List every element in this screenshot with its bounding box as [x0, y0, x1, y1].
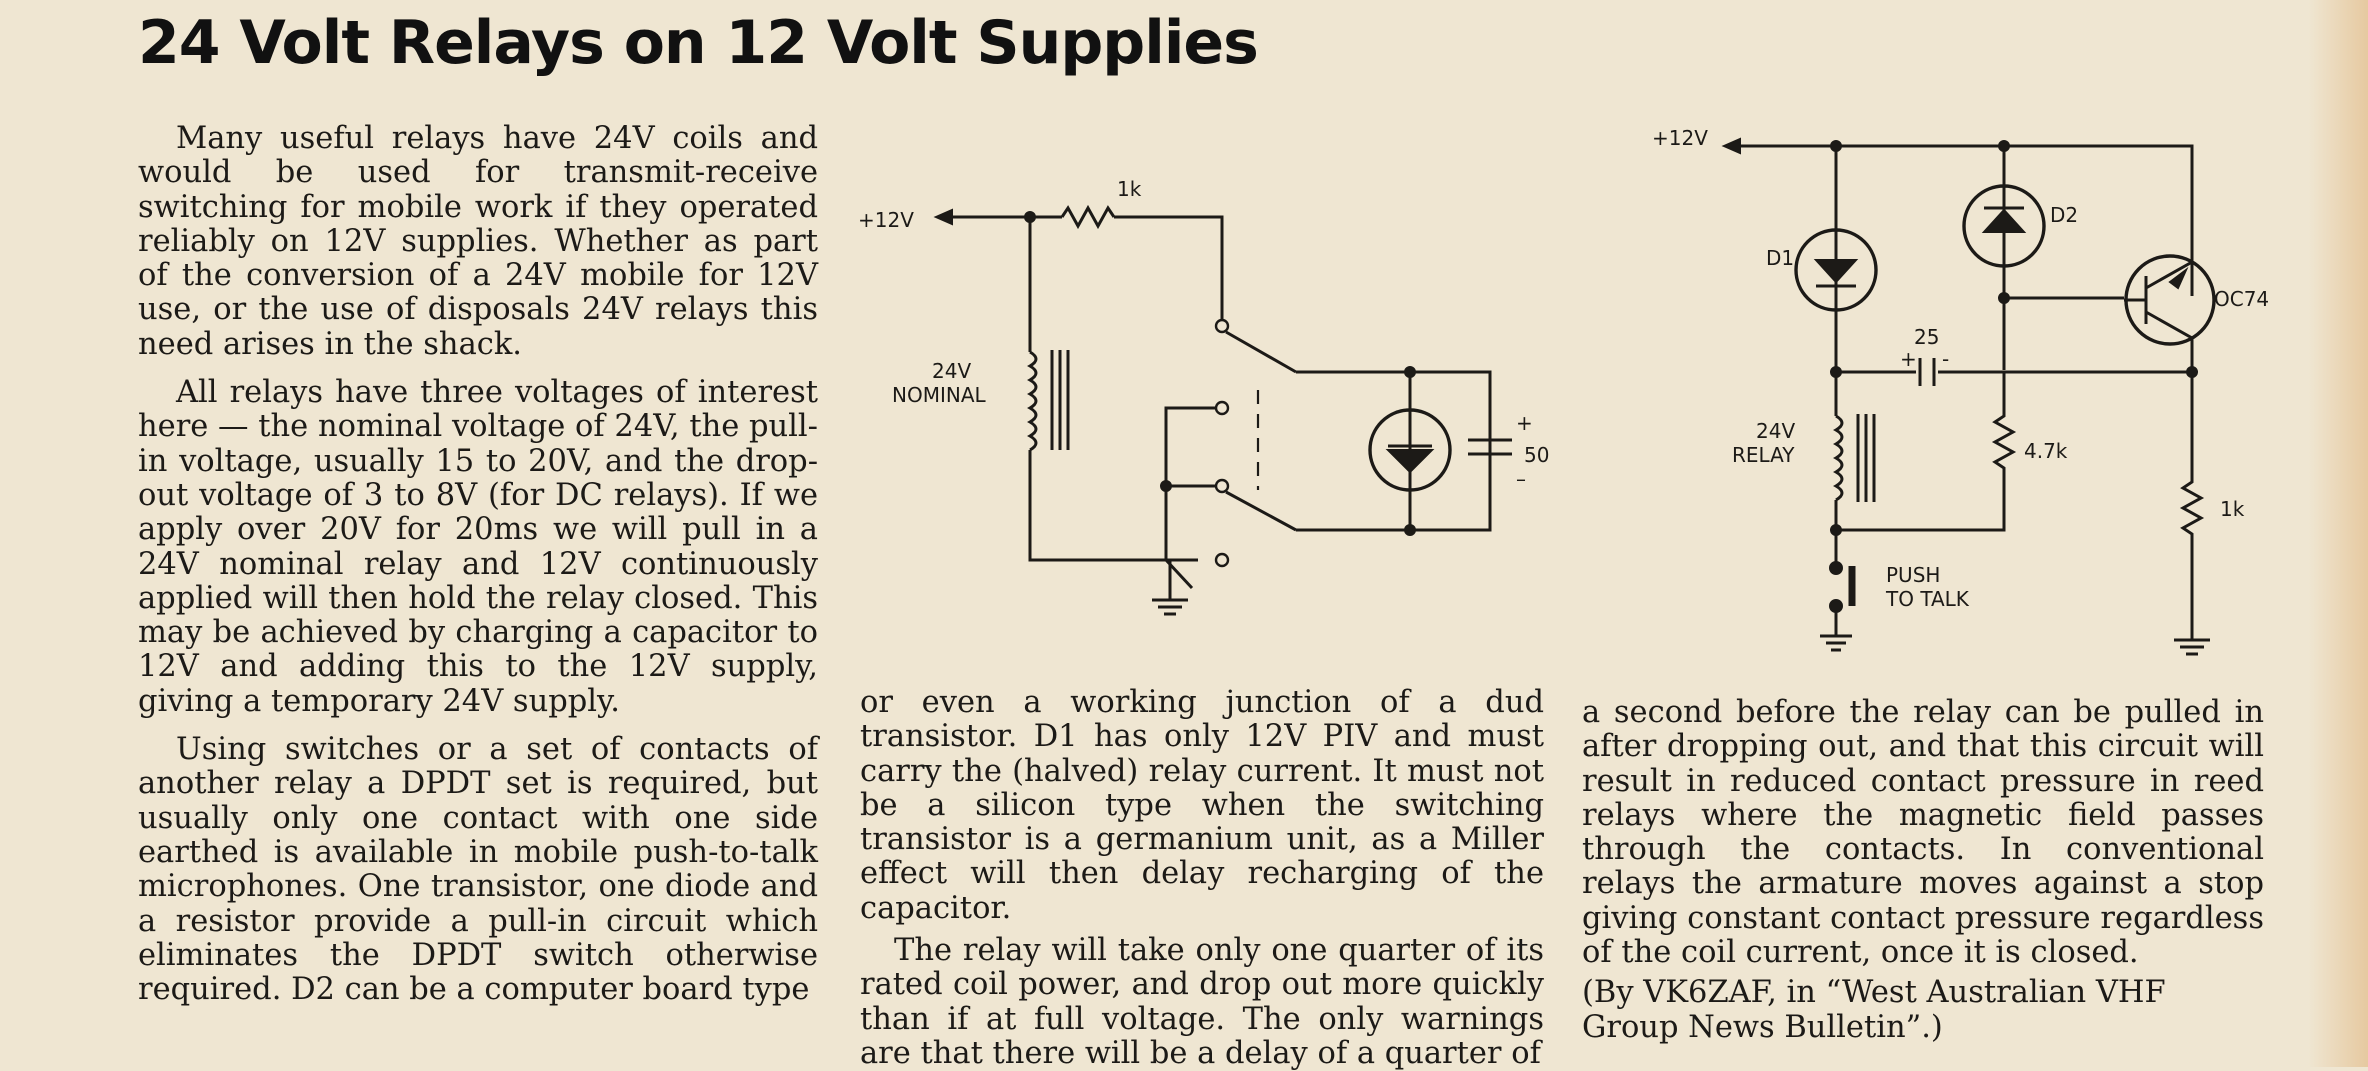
- relay-core: [1856, 414, 1876, 502]
- relay-core: [1050, 350, 1070, 450]
- dpdt-circuit-diagram: +12V 1k 24V NOMINAL 50 + –: [858, 177, 1549, 616]
- diode-bar: [1388, 410, 1432, 490]
- capacitor-label: 25: [1914, 325, 1939, 349]
- transistor-arrow: [2168, 266, 2189, 290]
- switch-contact: [1829, 561, 1843, 575]
- switch-label-line1: PUSH: [1886, 563, 1940, 587]
- capacitor-label: 50: [1524, 443, 1549, 467]
- paragraph: All relays have three voltages of intere…: [138, 375, 818, 719]
- relay-contact: [1214, 400, 1230, 416]
- switch-blade: [1225, 330, 1297, 374]
- supply-label: +12V: [858, 208, 914, 232]
- capacitor-minus: -: [1942, 347, 1949, 371]
- transistor-label: OC74: [2214, 287, 2269, 311]
- relay-coil: [1027, 350, 1038, 452]
- paragraph: Using switches or a set of contacts of a…: [138, 732, 818, 1008]
- resistor-label: 1k: [1117, 177, 1142, 201]
- ground-icon: [1820, 634, 1852, 652]
- transistor-base: [2124, 276, 2148, 324]
- supply-label: +12V: [1652, 126, 1708, 150]
- wire: [1114, 215, 1224, 320]
- capacitor-50: [1468, 452, 1512, 472]
- capacitor-50: [1468, 432, 1512, 442]
- resistor2-label: 1k: [2220, 497, 2245, 521]
- switch-blade: [1225, 490, 1297, 532]
- switch-label-line2: TO TALK: [1885, 587, 1970, 611]
- resistor1-label: 4.7k: [2024, 439, 2068, 463]
- diode-d1-bar: [1816, 230, 1856, 310]
- relay-type-label: NOMINAL: [892, 383, 987, 407]
- diode-d2-bar: [1984, 186, 2024, 266]
- supply-arrow: [933, 208, 953, 226]
- relay-contact: [1214, 552, 1230, 568]
- capacitor-minus: –: [1516, 467, 1526, 491]
- source-credit: (By VK6ZAF, in “West Australian VHF Grou…: [1582, 975, 2166, 1045]
- resistor-1k: [1060, 204, 1116, 230]
- resistor-1k: [2179, 372, 2205, 640]
- transistor-collector: [2145, 310, 2194, 370]
- diode2-label: D2: [2050, 203, 2078, 227]
- paragraph: or even a working junction of a dud tran…: [860, 685, 1544, 926]
- relay-type-label: RELAY: [1732, 443, 1795, 467]
- article-title: 24 Volt Relays on 12 Volt Supplies: [138, 8, 1259, 78]
- text-column-1: Many useful relays have 24V coils and wo…: [138, 121, 818, 1008]
- supply-arrow: [1721, 137, 1741, 155]
- paragraph: The relay will take only one quarter of …: [860, 933, 1544, 1071]
- diode1-label: D1: [1766, 246, 1794, 270]
- resistor-4k7: [1836, 372, 2017, 532]
- wire: [1164, 406, 1216, 560]
- relay-contact: [1214, 318, 1230, 334]
- text-column-3: a second before the relay can be pulled …: [1582, 695, 2264, 1045]
- page-edge-shading: [2308, 0, 2368, 1067]
- wire: [1028, 450, 1198, 562]
- relay-contact: [1214, 478, 1230, 494]
- transistor-emitter: [2145, 146, 2194, 290]
- text-column-2: or even a working junction of a dud tran…: [860, 685, 1544, 1071]
- capacitor-25: [1918, 358, 1936, 386]
- relay-voltage-label: 24V: [932, 359, 971, 383]
- ground-icon: [2174, 638, 2210, 656]
- pull-in-circuit-diagram: +12V D1 D2 OC74 25 + - 4.7k 24V RELAY PU…: [1652, 126, 2269, 656]
- capacitor-plus: +: [1900, 347, 1917, 371]
- paragraph: Many useful relays have 24V coils and wo…: [138, 121, 818, 362]
- paragraph: a second before the relay can be pulled …: [1582, 695, 2264, 971]
- relay-voltage-label: 24V: [1756, 419, 1795, 443]
- relay-coil: [1833, 414, 1844, 502]
- ground-icon: [1152, 598, 1188, 616]
- capacitor-plus: +: [1516, 411, 1533, 435]
- wire: [1296, 370, 1492, 532]
